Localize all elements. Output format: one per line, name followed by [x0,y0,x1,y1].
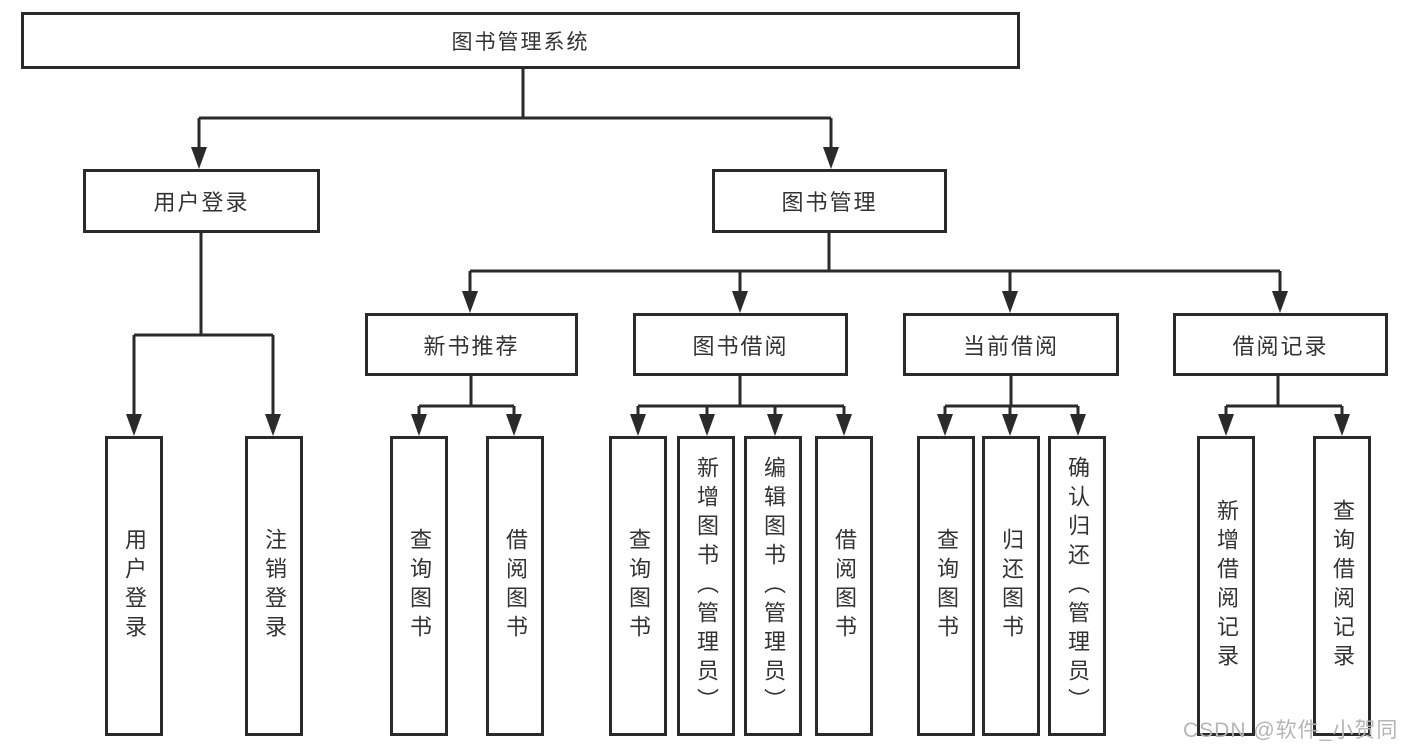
leaf-borrow-add-books-admin: 新增图书（管理员） [677,436,735,736]
leaf-borrow-edit-books-admin: 编辑图书（管理员） [744,436,802,736]
leaf-current-confirm-return-admin: 确认归还（管理员） [1048,436,1106,736]
node-borrowing-records: 借阅记录 [1173,313,1388,376]
node-book-borrowing: 图书借阅 [633,313,848,376]
node-user-login: 用户登录 [83,169,320,233]
leaf-borrow-borrow-books: 借阅图书 [815,436,873,736]
leaf-current-query-books: 查询图书 [917,436,975,736]
node-new-book-recommendation: 新书推荐 [365,313,578,376]
connector-newbook-split [419,376,514,408]
connector-root-split [199,69,831,120]
node-book-management: 图书管理 [712,169,947,233]
csdn-watermark: CSDN @软件_小贺同学 [1183,719,1399,742]
leaf-newbook-query-books: 查询图书 [390,436,448,736]
leaf-current-return-books: 归还图书 [982,436,1040,736]
node-library-management-system: 图书管理系统 [21,12,1020,69]
connector-borrow-split [638,376,844,408]
node-current-borrowing: 当前借阅 [903,313,1119,376]
leaf-records-add-borrow-record: 新增借阅记录 [1197,436,1255,736]
leaf-borrow-query-books: 查询图书 [609,436,667,736]
leaf-records-query-borrow-record: 查询借阅记录 [1313,436,1371,736]
connector-records-split [1226,376,1342,408]
connector-current-split [945,376,1078,408]
leaf-logout: 注销登录 [245,436,303,736]
leaf-newbook-borrow-books: 借阅图书 [486,436,544,736]
connector-book-mgmt-split [470,233,1280,273]
connector-user-login-split [134,233,273,337]
leaf-user-login: 用户登录 [105,436,163,736]
